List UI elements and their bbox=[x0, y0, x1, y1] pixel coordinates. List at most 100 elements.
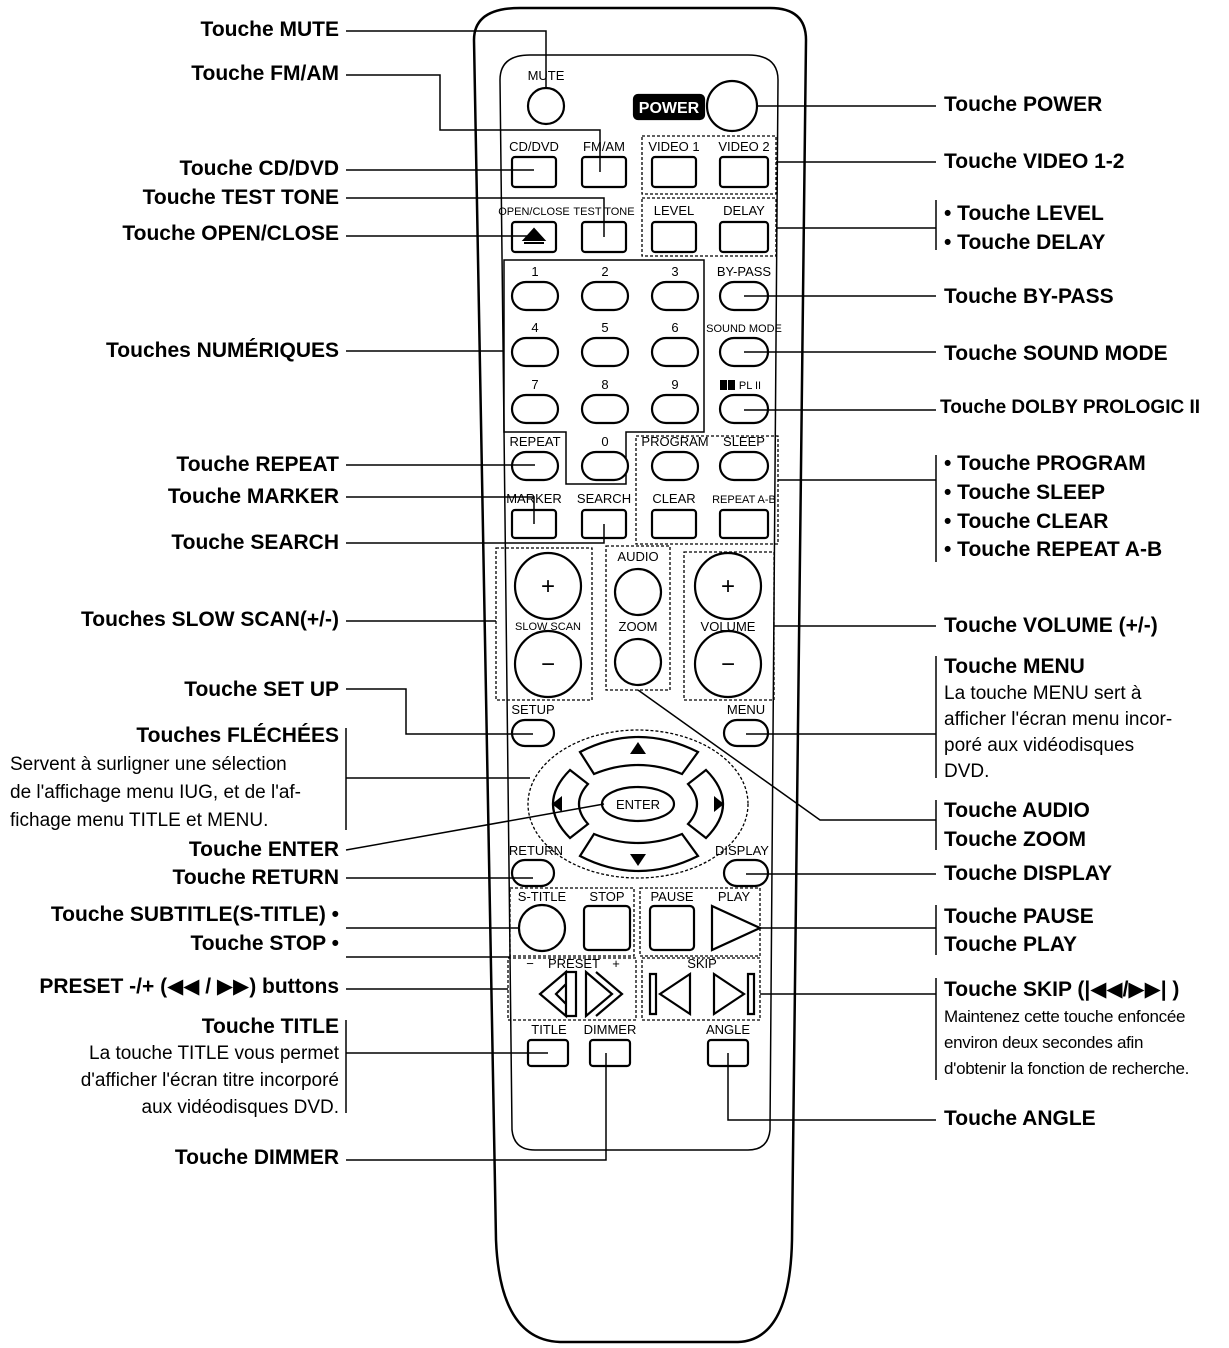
arrow-right-button[interactable] bbox=[686, 768, 725, 840]
label-preset: PRESET -/+ (◀◀ / ▶▶) buttons bbox=[39, 975, 339, 998]
return-button[interactable] bbox=[510, 858, 556, 888]
label-slow-scan: Touches SLOW SCAN(+/-) bbox=[80, 608, 339, 631]
label-audio: Touche AUDIO bbox=[944, 799, 1090, 822]
label-delay: • Touche DELAY bbox=[944, 231, 1106, 254]
sleep-button[interactable] bbox=[718, 450, 770, 482]
clear-button[interactable] bbox=[650, 508, 698, 540]
num-text-0: 0 bbox=[601, 434, 608, 449]
leader-lines-right bbox=[637, 105, 937, 1121]
repeat-button[interactable] bbox=[510, 450, 560, 482]
label-repeat-ab: • Touche REPEAT A-B bbox=[944, 538, 1163, 561]
label-cd-dvd: Touche CD/DVD bbox=[179, 157, 339, 180]
label-enter: Touche ENTER bbox=[188, 838, 339, 861]
num-button-5[interactable] bbox=[580, 336, 630, 368]
audio-button[interactable] bbox=[613, 567, 663, 617]
num-button-7[interactable] bbox=[510, 393, 560, 425]
level-button[interactable] bbox=[650, 220, 698, 254]
zoom-button[interactable] bbox=[613, 637, 663, 687]
label-test-tone: Touche TEST TONE bbox=[142, 186, 339, 209]
arrow-down-button[interactable] bbox=[578, 832, 700, 873]
menu-desc-4: DVD. bbox=[944, 761, 990, 782]
slow-scan-minus-text: − bbox=[541, 651, 555, 678]
video1-button[interactable] bbox=[650, 155, 698, 189]
preset-plus-button[interactable] bbox=[584, 969, 624, 1019]
num-text-7: 7 bbox=[531, 377, 538, 392]
label-search: Touche SEARCH bbox=[171, 531, 339, 554]
skip-back-button[interactable] bbox=[648, 971, 692, 1017]
s-title-button[interactable] bbox=[517, 903, 567, 953]
slow-scan-minus-button[interactable] bbox=[513, 629, 583, 699]
skip-desc-1: Maintenez cette touche enfoncée bbox=[944, 1007, 1186, 1026]
label-by-pass: Touche BY-PASS bbox=[944, 285, 1114, 308]
volume-minus-button[interactable] bbox=[693, 629, 763, 699]
volume-plus-text: + bbox=[721, 573, 735, 600]
num-button-6[interactable] bbox=[650, 336, 700, 368]
right-arrow-icon bbox=[714, 796, 724, 812]
num-text-2: 2 bbox=[601, 264, 608, 279]
repeat-ab-button[interactable] bbox=[718, 508, 770, 540]
title-desc-3: aux vidéodisques DVD. bbox=[141, 1097, 340, 1118]
program-button[interactable] bbox=[650, 450, 700, 482]
dimmer-button[interactable] bbox=[588, 1038, 632, 1068]
power-button[interactable] bbox=[705, 79, 759, 133]
label-fm-am: Touche FM/AM bbox=[191, 62, 339, 85]
stop-button[interactable] bbox=[582, 904, 632, 952]
skip-desc-3: d'obtenir la fonction de recherche. bbox=[944, 1059, 1190, 1078]
fm-am-button[interactable] bbox=[580, 155, 628, 189]
num-text-9: 9 bbox=[671, 377, 678, 392]
dolby-button[interactable] bbox=[718, 393, 770, 425]
num-text-4: 4 bbox=[531, 320, 538, 335]
menu-button[interactable] bbox=[722, 718, 770, 748]
repeat-ab-text: REPEAT A-B bbox=[712, 494, 776, 506]
num-button-4[interactable] bbox=[510, 336, 560, 368]
title-desc-2: d'afficher l'écran titre incorporé bbox=[80, 1070, 339, 1091]
delay-button[interactable] bbox=[718, 220, 770, 254]
num-button-0[interactable] bbox=[580, 450, 630, 482]
up-arrow-icon bbox=[630, 742, 646, 754]
pause-button[interactable] bbox=[648, 904, 696, 952]
label-power: Touche POWER bbox=[944, 93, 1103, 116]
preset-minus-button[interactable] bbox=[538, 969, 578, 1019]
pause-text: PAUSE bbox=[650, 889, 693, 904]
skip-text: SKIP bbox=[687, 956, 717, 971]
menu-desc-2: afficher l'écran menu incor- bbox=[944, 709, 1173, 730]
num-button-8[interactable] bbox=[580, 393, 630, 425]
cd-dvd-button[interactable] bbox=[510, 155, 558, 189]
label-mute: Touche MUTE bbox=[200, 18, 339, 41]
num-button-2[interactable] bbox=[580, 280, 630, 312]
skip-forward-button[interactable] bbox=[712, 971, 756, 1017]
mute-button[interactable] bbox=[526, 86, 566, 126]
label-play: Touche PLAY bbox=[944, 933, 1078, 956]
label-video: Touche VIDEO 1-2 bbox=[944, 150, 1125, 173]
enter-text: ENTER bbox=[616, 797, 660, 812]
num-button-1[interactable] bbox=[510, 280, 560, 312]
label-setup: Touche SET UP bbox=[184, 678, 339, 701]
num-button-9[interactable] bbox=[650, 393, 700, 425]
play-button[interactable] bbox=[710, 904, 763, 952]
leader-lines-left bbox=[345, 30, 607, 1161]
label-program: • Touche PROGRAM bbox=[944, 452, 1146, 475]
dolby-text: PL II bbox=[739, 380, 761, 392]
label-arrows: Touches FLÉCHÉES bbox=[136, 724, 339, 747]
volume-plus-button[interactable] bbox=[693, 551, 763, 621]
numeric-frame bbox=[503, 259, 705, 485]
label-menu: Touche MENU bbox=[944, 655, 1085, 678]
video2-button[interactable] bbox=[718, 155, 770, 189]
fm-am-text: FM/AM bbox=[583, 139, 625, 154]
slow-scan-plus-button[interactable] bbox=[513, 551, 583, 621]
group-boxes bbox=[495, 135, 779, 1021]
arrow-up-button[interactable] bbox=[578, 735, 700, 776]
preset-plus-text: + bbox=[612, 956, 620, 971]
label-skip: Touche SKIP (|◀◀/▶▶| ) bbox=[944, 978, 1180, 1001]
dolby-icon bbox=[720, 380, 735, 390]
num-button-3[interactable] bbox=[650, 280, 700, 312]
remote-body bbox=[472, 6, 808, 1344]
preset-minus-text: − bbox=[526, 956, 534, 971]
arrow-left-button[interactable] bbox=[551, 768, 590, 840]
delay-text: DELAY bbox=[723, 203, 765, 218]
display-button[interactable] bbox=[722, 858, 770, 888]
num-text-5: 5 bbox=[601, 320, 608, 335]
search-text: SEARCH bbox=[577, 491, 631, 506]
setup-button[interactable] bbox=[510, 718, 556, 748]
video1-text: VIDEO 1 bbox=[648, 139, 699, 154]
